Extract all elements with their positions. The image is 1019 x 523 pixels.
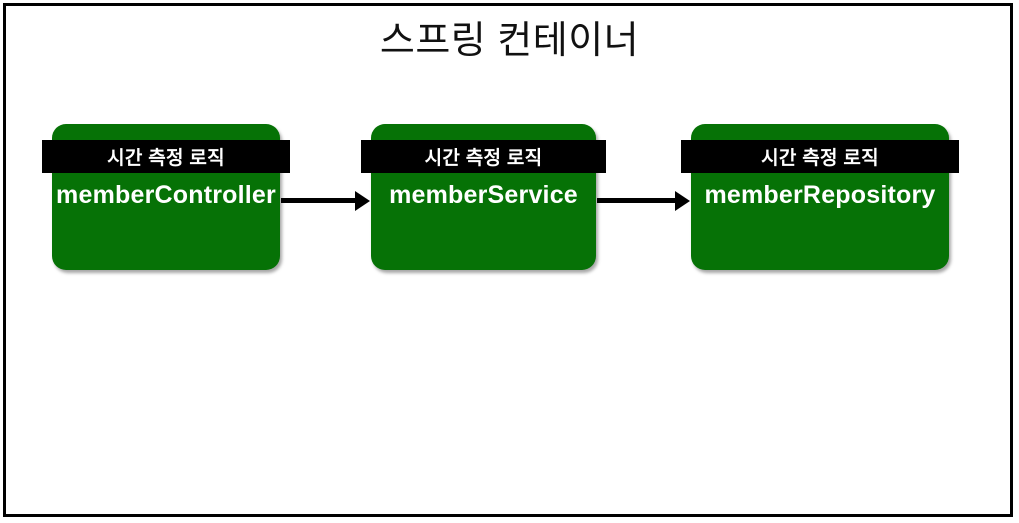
arrow-service-to-repository (597, 191, 690, 211)
arrow-controller-to-service (281, 191, 370, 211)
bean-name-label: memberRepository (704, 181, 936, 209)
proxy-band-time-logic: 시간 측정 로직 (361, 140, 606, 173)
page-title: 스프링 컨테이너 (379, 20, 640, 62)
arrow-shaft (281, 198, 357, 203)
arrow-shaft (597, 198, 677, 203)
bean-node-memberservice[interactable]: 시간 측정 로직 memberService (361, 124, 606, 270)
arrow-head-icon (675, 191, 690, 211)
arrow-head-icon (355, 191, 370, 211)
bean-node-memberrepository[interactable]: 시간 측정 로직 memberRepository (681, 124, 959, 270)
bean-name-label: memberController (56, 181, 276, 209)
bean-node-membercontroller[interactable]: 시간 측정 로직 memberController (42, 124, 290, 270)
proxy-band-time-logic: 시간 측정 로직 (681, 140, 959, 173)
proxy-band-time-logic: 시간 측정 로직 (42, 140, 290, 173)
bean-name-label: memberService (389, 181, 578, 209)
